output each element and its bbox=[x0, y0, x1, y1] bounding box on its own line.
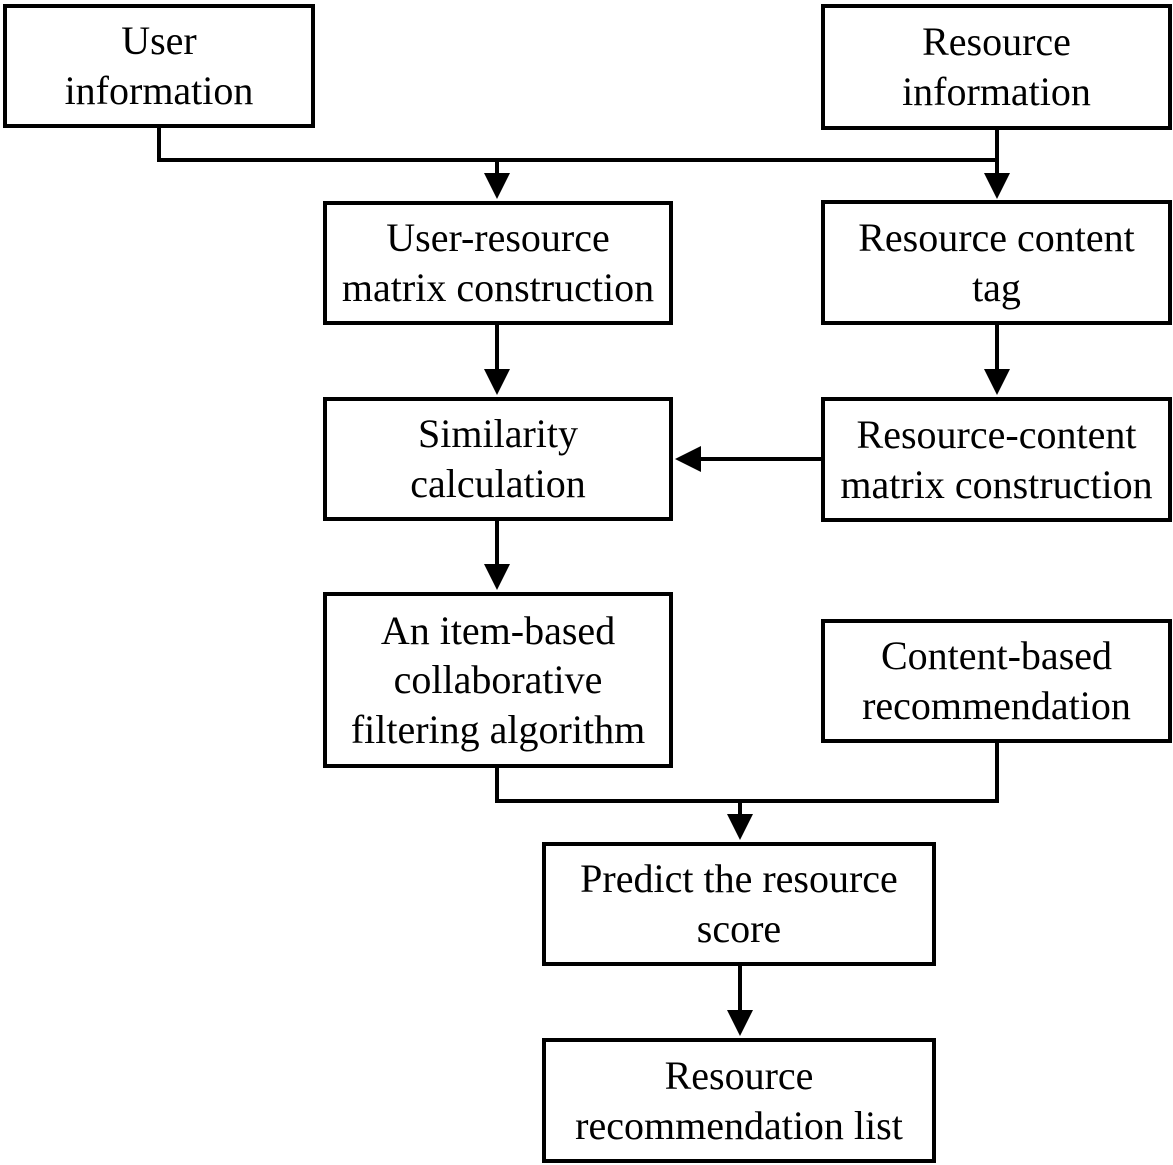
node-user-information: User information bbox=[3, 4, 315, 128]
arrowhead-icon bbox=[727, 1010, 753, 1036]
arrowhead-icon bbox=[727, 814, 753, 840]
arrowhead-icon bbox=[984, 173, 1010, 199]
node-content-based-recommendation: Content-based recommendation bbox=[821, 619, 1172, 743]
edge-user-info-to-bus bbox=[157, 128, 997, 162]
node-predict-the-resource-score: Predict the resource score bbox=[542, 842, 936, 966]
node-item-based-collaborative-filtering-algorithm: An item-based collaborative filtering al… bbox=[323, 592, 673, 768]
node-resource-content-matrix-construction: Resource-content matrix construction bbox=[821, 397, 1172, 522]
edge-merge-item-and-content bbox=[495, 743, 999, 803]
arrowhead-icon bbox=[675, 446, 701, 472]
node-resource-recommendation-list: Resource recommendation list bbox=[542, 1038, 936, 1163]
arrowhead-icon bbox=[484, 173, 510, 199]
arrowhead-icon bbox=[484, 369, 510, 395]
node-user-resource-matrix-construction: User-resource matrix construction bbox=[323, 201, 673, 325]
arrowhead-icon bbox=[484, 564, 510, 590]
arrowhead-icon bbox=[984, 369, 1010, 395]
node-resource-content-tag: Resource content tag bbox=[821, 200, 1172, 325]
node-similarity-calculation: Similarity calculation bbox=[323, 397, 673, 521]
node-resource-information: Resource information bbox=[821, 4, 1172, 130]
